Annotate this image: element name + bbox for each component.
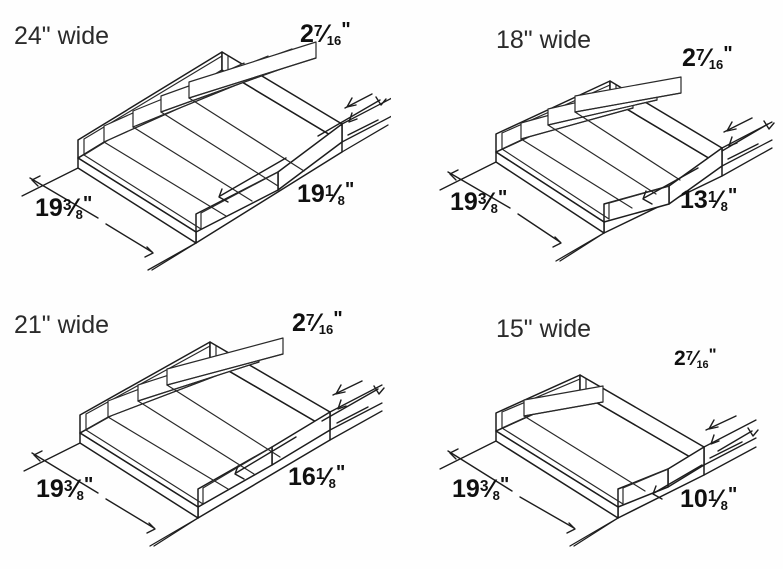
tray-body-24 — [77, 41, 343, 244]
depth-dim-label-15: 193⁄8" — [452, 474, 509, 503]
dimension-width-21 — [153, 385, 385, 547]
tray-body-18 — [495, 76, 723, 234]
panel-title-21: 21" wide — [14, 311, 109, 339]
dimension-width-18 — [559, 120, 775, 262]
dimension-width-15 — [573, 427, 759, 547]
height-dim-label-15: 27⁄16" — [674, 345, 717, 371]
tray-body-21 — [79, 337, 331, 519]
tray-diagram-21: 27⁄16" 193⁄8" — [0, 285, 391, 569]
width-dim-label-15: 101⁄8" — [680, 484, 737, 513]
depth-dim-label-24: 193⁄8" — [35, 193, 92, 222]
panel-title-24: 24" wide — [14, 22, 109, 50]
depth-dim-label-21: 193⁄8" — [36, 474, 93, 503]
width-dim-label-21: 161⁄8" — [288, 462, 345, 491]
dimension-depth-15 — [439, 440, 619, 547]
tray-diagram-24: 27⁄16" 193⁄8" — [0, 0, 391, 284]
tray-body-15 — [495, 374, 705, 519]
width-dim-label-18: 131⁄8" — [680, 185, 737, 214]
height-dim-label-18: 27⁄16" — [682, 43, 733, 72]
width-dim-label-24: 191⁄8" — [297, 179, 354, 208]
height-dim-label-21: 27⁄16" — [292, 308, 343, 337]
dimension-width-24 — [151, 96, 389, 271]
depth-dim-label-18: 193⁄8" — [450, 187, 507, 216]
dimension-depth-24 — [21, 167, 197, 271]
panel-title-15: 15" wide — [496, 315, 591, 343]
dimension-height-15 — [703, 415, 757, 466]
panel-title-18: 18" wide — [496, 26, 591, 54]
dimension-height-21 — [329, 380, 383, 431]
tray-diagram-15: 27⁄16" 193⁄8" — [392, 285, 783, 569]
height-dim-label-24: 27⁄16" — [300, 19, 351, 48]
dimension-height-18 — [721, 117, 773, 167]
tray-diagram-18: 27⁄16" 193⁄8" — [392, 0, 783, 284]
